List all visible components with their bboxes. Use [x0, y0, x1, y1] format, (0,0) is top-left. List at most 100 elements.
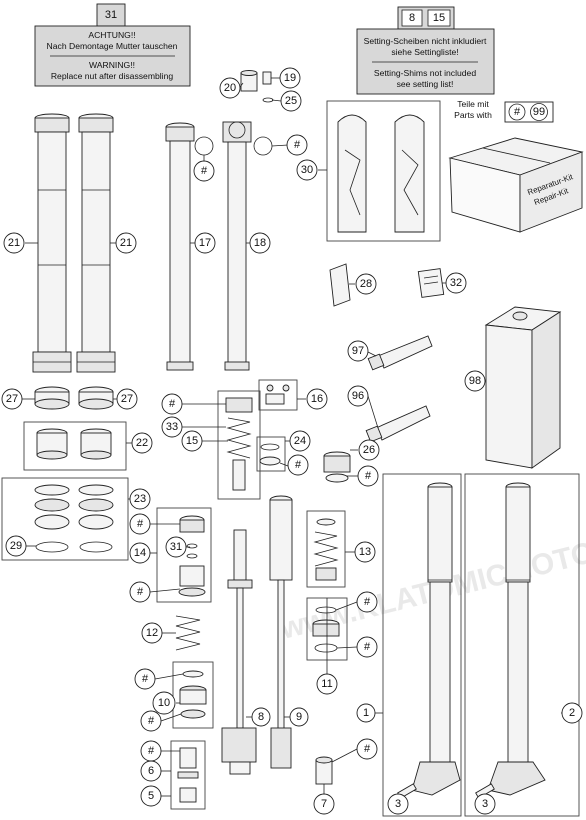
callout-20: 20 — [219, 77, 241, 99]
decal-28 — [329, 263, 351, 307]
callout-hash-10-bottom-label: # — [148, 715, 155, 727]
callout-20-circle — [219, 77, 241, 99]
callout-96-circle — [347, 385, 369, 407]
callout-22-label: 22 — [136, 437, 148, 449]
bushing-27-left — [34, 386, 70, 410]
callout-hash-11-top: # — [356, 591, 378, 613]
callout-hash-18-oring-label: # — [294, 139, 301, 151]
callout-21-left-circle — [3, 232, 25, 254]
callout-hash-11-bottom: # — [356, 636, 378, 658]
callout-23-label: 23 — [134, 493, 146, 505]
callout-hash-11-bottom-label: # — [364, 641, 371, 653]
callout-15-circle — [181, 430, 203, 452]
callout-3-right: 3 — [474, 793, 496, 815]
callout-hash-33-top-circle — [161, 393, 183, 415]
callout-8-circle — [251, 707, 271, 727]
shims-note-ref-2: 15 — [433, 12, 445, 24]
damper-rod-9 — [269, 495, 293, 769]
callout-97: 97 — [347, 340, 369, 362]
callout-hash-17-oring: # — [193, 160, 215, 182]
callout-9: 9 — [289, 707, 309, 727]
callout-13: 13 — [354, 541, 376, 563]
callout-97-circle — [347, 340, 369, 362]
callout-32: 32 — [445, 272, 467, 294]
callout-12-circle — [141, 622, 163, 644]
callout-21-left: 21 — [3, 232, 25, 254]
callout-16-label: 16 — [311, 393, 323, 405]
grease-tube-96 — [365, 405, 431, 443]
callout-hash-11-top-circle — [356, 591, 378, 613]
callout-21-right-circle — [115, 232, 137, 254]
callout-1-label: 1 — [363, 707, 369, 719]
callout-17-label: 17 — [199, 237, 211, 249]
callout-27-right-circle — [116, 388, 138, 410]
callout-3-left: 3 — [387, 793, 409, 815]
o-ring-18 — [253, 136, 273, 156]
callout-6: 6 — [140, 760, 162, 782]
group-box-30 — [326, 100, 441, 242]
callout-hash-26-circle — [357, 465, 379, 487]
callout-26-circle — [358, 439, 380, 461]
group-box-23 — [1, 477, 129, 561]
shims-line-2: siehe Settingliste! — [391, 47, 458, 57]
warning-note: 31 ACHTUNG!! Nach Demontage Mutter tausc… — [34, 3, 191, 87]
callout-25: 25 — [280, 90, 302, 112]
callout-33-circle — [161, 416, 183, 438]
callout-33: 33 — [161, 416, 183, 438]
callout-hash-14-top: # — [129, 513, 151, 535]
callout-24: 24 — [289, 430, 311, 452]
callout-98-label: 98 — [469, 375, 481, 387]
callout-hash-7-label: # — [364, 743, 371, 755]
shims-line-1: Setting-Scheiben nicht inkludiert — [364, 36, 487, 46]
valve-14 — [178, 515, 206, 597]
callout-27-right-label: 27 — [121, 393, 133, 405]
callout-98: 98 — [464, 370, 486, 392]
callout-17-circle — [194, 232, 216, 254]
callout-1-circle — [356, 703, 376, 723]
spring-13 — [313, 518, 339, 581]
callout-19-circle — [279, 67, 301, 89]
callout-13-label: 13 — [359, 546, 371, 558]
callout-17: 17 — [194, 232, 216, 254]
callout-2: 2 — [561, 702, 583, 724]
callout-hash-18-oring: # — [286, 134, 308, 156]
callout-22-circle — [131, 432, 153, 454]
callout-30: 30 — [296, 159, 318, 181]
callout-22: 22 — [131, 432, 153, 454]
callout-21-left-label: 21 — [8, 237, 20, 249]
callout-27-left-circle — [1, 388, 23, 410]
callout-31: 31 — [165, 536, 187, 558]
bolt-19 — [262, 71, 272, 85]
shims-note: 8 15 Setting-Scheiben nicht inkludiert s… — [356, 6, 495, 95]
warning-note-ref: 31 — [105, 9, 117, 21]
callout-6-circle — [140, 760, 162, 782]
callout-19-label: 19 — [284, 72, 296, 84]
callout-32-label: 32 — [450, 277, 462, 289]
shims-line-4: see setting list! — [397, 79, 454, 89]
nut-20 — [240, 70, 258, 92]
washer-25 — [262, 97, 274, 103]
inner-tube-17 — [165, 122, 195, 371]
callout-14-label: 14 — [134, 547, 146, 559]
callout-hash-6-label: # — [148, 745, 155, 757]
callout-5: 5 — [140, 785, 162, 807]
callout-31-label: 31 — [170, 541, 182, 553]
callout-15-label: 15 — [186, 435, 198, 447]
callout-32-circle — [445, 272, 467, 294]
callout-19: 19 — [279, 67, 301, 89]
callout-3-left-label: 3 — [395, 798, 401, 810]
callout-2-label: 2 — [569, 707, 575, 719]
callouts: 21 21 17 18 20 19 25 # # 30 28 32 97 96 … — [1, 67, 583, 815]
grease-tube-97 — [367, 335, 433, 371]
callout-hash-24-circle — [287, 454, 309, 476]
valve-6 — [177, 747, 199, 803]
callout-hash-14-bottom-circle — [129, 581, 151, 603]
callout-29: 29 — [5, 535, 27, 557]
parts-with-line-2: Parts with — [454, 110, 492, 120]
callout-12-label: 12 — [146, 627, 158, 639]
callout-hash-26: # — [357, 465, 379, 487]
callout-18-circle — [249, 232, 271, 254]
o-ring-17 — [194, 136, 214, 156]
callout-hash-14-top-label: # — [137, 518, 144, 530]
group-box-1 — [382, 473, 462, 817]
